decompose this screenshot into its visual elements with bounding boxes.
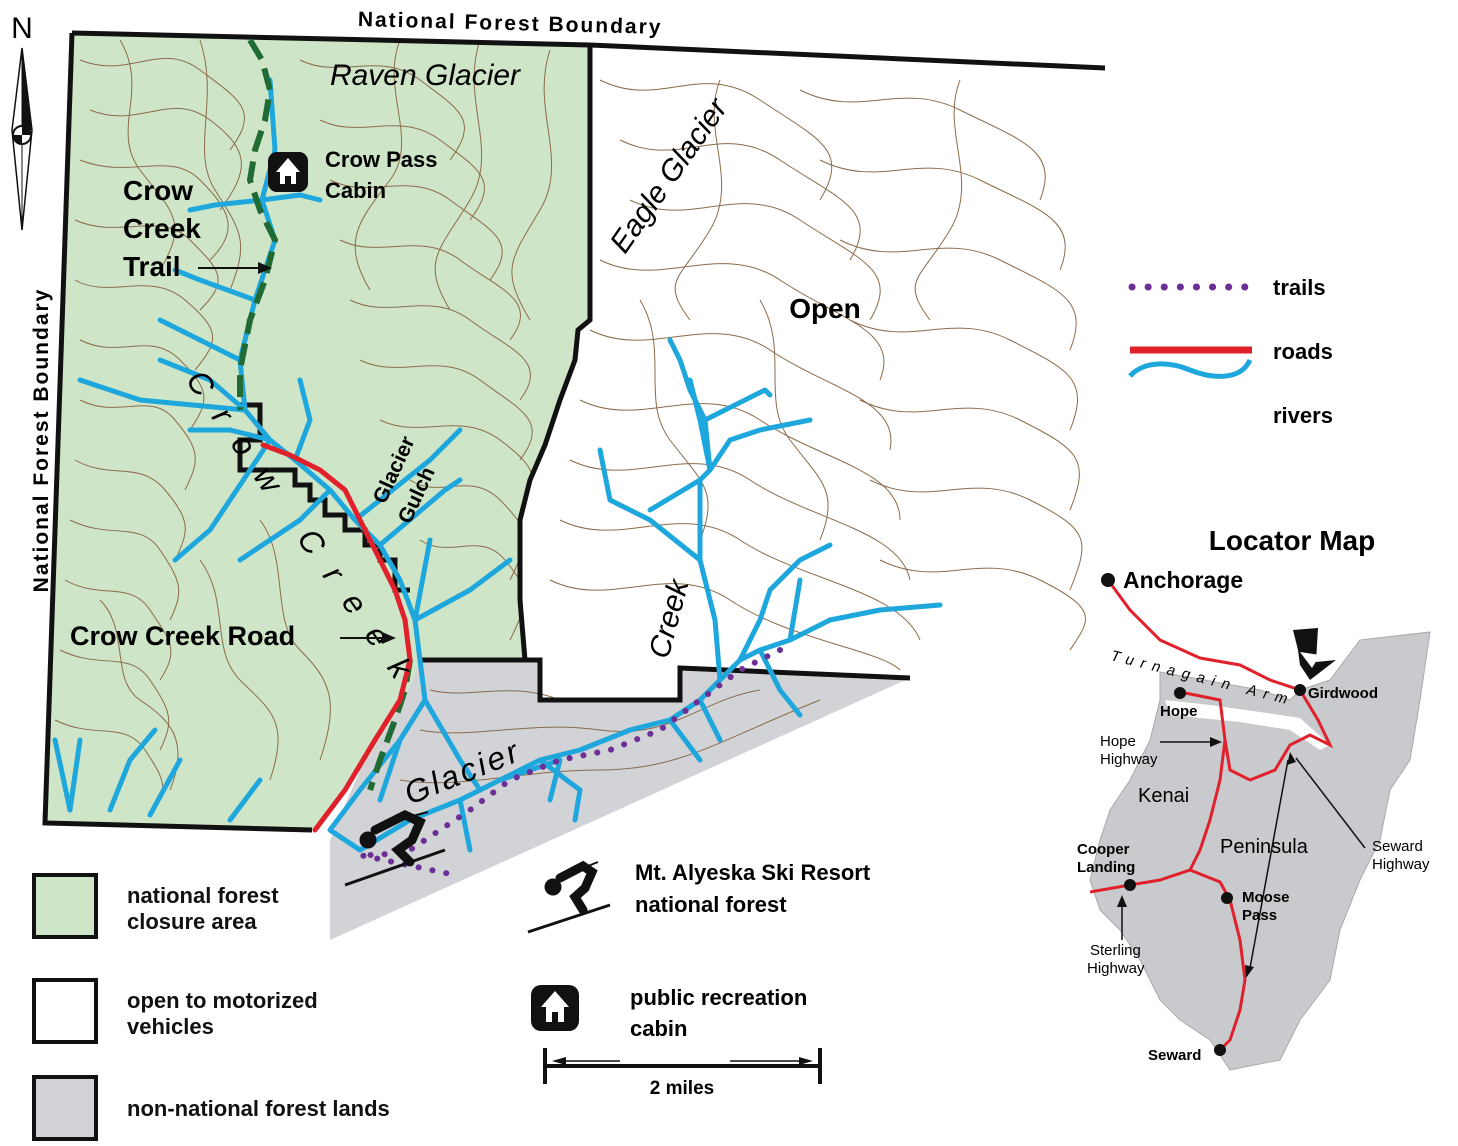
crow-creek-road-label: Crow Creek Road: [70, 621, 295, 651]
rivers: [52, 77, 943, 853]
crow-creek-road-line: [260, 442, 413, 833]
locator-hope-highway-1: Hope: [1100, 733, 1136, 750]
svg-text:N: N: [11, 12, 33, 45]
locator-seward: Seward: [1148, 1047, 1201, 1064]
girdwood-inset: [1293, 628, 1336, 680]
locator-seward-highway-1: Seward: [1372, 838, 1423, 855]
crow-pass-cabin-label-1: Crow Pass: [325, 147, 438, 172]
ski-resort-icon-legend: [527, 860, 611, 934]
legend-river-icon: [1128, 358, 1253, 379]
locator-moose-pass-1: Moose: [1242, 889, 1290, 906]
locator-anchorage: Anchorage: [1123, 567, 1243, 593]
locator-cooper-landing-2: Landing: [1077, 859, 1135, 876]
ski-resort-icon-map: [344, 810, 446, 887]
legend-open-swatch: [32, 978, 98, 1044]
locator-kenai: Kenai: [1138, 785, 1189, 807]
closure-area: [45, 33, 590, 830]
legend-open-label-1: open to motorized: [127, 988, 318, 1013]
legend-cabin-label-1: public recreation: [630, 985, 807, 1010]
north-arrow: N: [11, 12, 33, 231]
locator-map: [1089, 573, 1431, 1071]
raven-glacier-label: Raven Glacier: [330, 59, 521, 92]
open-label: Open: [789, 293, 861, 324]
glacier-creek-label-1: Creek: [643, 574, 696, 662]
locator-girdwood: Girdwood: [1308, 685, 1378, 702]
legend-open-label-2: vehicles: [127, 1014, 214, 1039]
legend-closure-swatch: [32, 873, 98, 939]
locator-seward-highway-2: Highway: [1372, 856, 1430, 873]
legend-nonforest-label: non-national forest lands: [127, 1096, 390, 1121]
legend-ski-label-2: national forest: [635, 892, 787, 917]
legend-nonforest-swatch: [32, 1075, 98, 1141]
crow-creek-trail-label-1: Crow: [123, 175, 193, 206]
crow-creek-trail-label-3: Trail: [123, 251, 181, 282]
boundary-left-label: National Forest Boundary: [30, 288, 53, 593]
non-forest-area: [330, 660, 910, 940]
locator-hope-highway-2: Highway: [1100, 751, 1158, 768]
crow-pass-cabin-icon: [268, 152, 308, 192]
turnagain-arm-water: [1165, 700, 1330, 750]
legend-rivers-label: rivers: [1273, 403, 1333, 428]
crow-pass-cabin-label-2: Cabin: [325, 178, 386, 203]
legend-ski-label-1: Mt. Alyeska Ski Resort: [635, 860, 871, 885]
legend-trails-label: trails: [1273, 275, 1326, 300]
locator-sterling-highway-1: Sterling: [1090, 942, 1141, 959]
scale-label: 2 miles: [650, 1078, 714, 1099]
locator-peninsula: Peninsula: [1220, 836, 1309, 858]
contour-lines-nonforest: [399, 689, 821, 784]
locator-title: Locator Map: [1209, 525, 1375, 556]
cabin-icon-legend: [531, 985, 579, 1031]
locator-moose-pass-2: Pass: [1242, 907, 1277, 924]
scale-bar: [543, 1048, 822, 1084]
locator-sterling-highway-2: Highway: [1087, 960, 1145, 977]
legend-closure-label-1: national forest: [127, 883, 279, 908]
locator-hope: Hope: [1160, 703, 1198, 720]
legend-closure-label-2: closure area: [127, 909, 257, 934]
crow-creek-trail-label-2: Creek: [123, 213, 201, 244]
legend-cabin-label-2: cabin: [630, 1016, 687, 1041]
legend-roads-label: roads: [1273, 339, 1333, 364]
boundary-top-label: National Forest Boundary: [358, 8, 663, 39]
contour-lines-open: [549, 79, 1086, 671]
locator-cooper-landing-1: Cooper: [1077, 841, 1130, 858]
eagle-glacier-label: Eagle Glacier: [604, 92, 735, 259]
